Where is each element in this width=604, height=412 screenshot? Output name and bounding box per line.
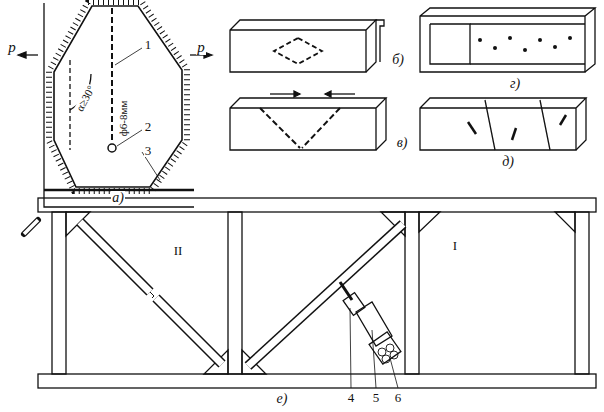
callout-number: д) xyxy=(501,155,515,169)
callout-number: в) xyxy=(396,136,409,150)
callout-number: а) xyxy=(111,191,125,205)
channel-view-d xyxy=(420,98,586,150)
dimension-label: α≥30° xyxy=(74,83,97,114)
force-label: р xyxy=(196,40,206,55)
channel-view-b xyxy=(230,20,384,72)
callout-number: I xyxy=(452,239,458,252)
channel-view-v xyxy=(230,91,386,150)
callout-number: II xyxy=(173,244,184,257)
callout-number: 2 xyxy=(144,120,153,133)
welding-gun xyxy=(340,282,401,364)
callout-number: г) xyxy=(509,77,521,91)
plate-repair-view xyxy=(18,2,212,207)
force-label: р xyxy=(7,40,17,55)
callout-number: е) xyxy=(276,392,289,406)
callout-number: 6 xyxy=(394,391,403,404)
callout-number: 3 xyxy=(144,144,153,157)
truss-view xyxy=(24,198,596,388)
callout-number: б) xyxy=(391,53,405,67)
dimension-label: ф6-8мм xyxy=(119,99,130,137)
callout-number: 4 xyxy=(347,391,356,404)
callout-number: 5 xyxy=(372,391,381,404)
channel-view-g xyxy=(420,8,595,72)
callout-number: 1 xyxy=(144,38,153,51)
